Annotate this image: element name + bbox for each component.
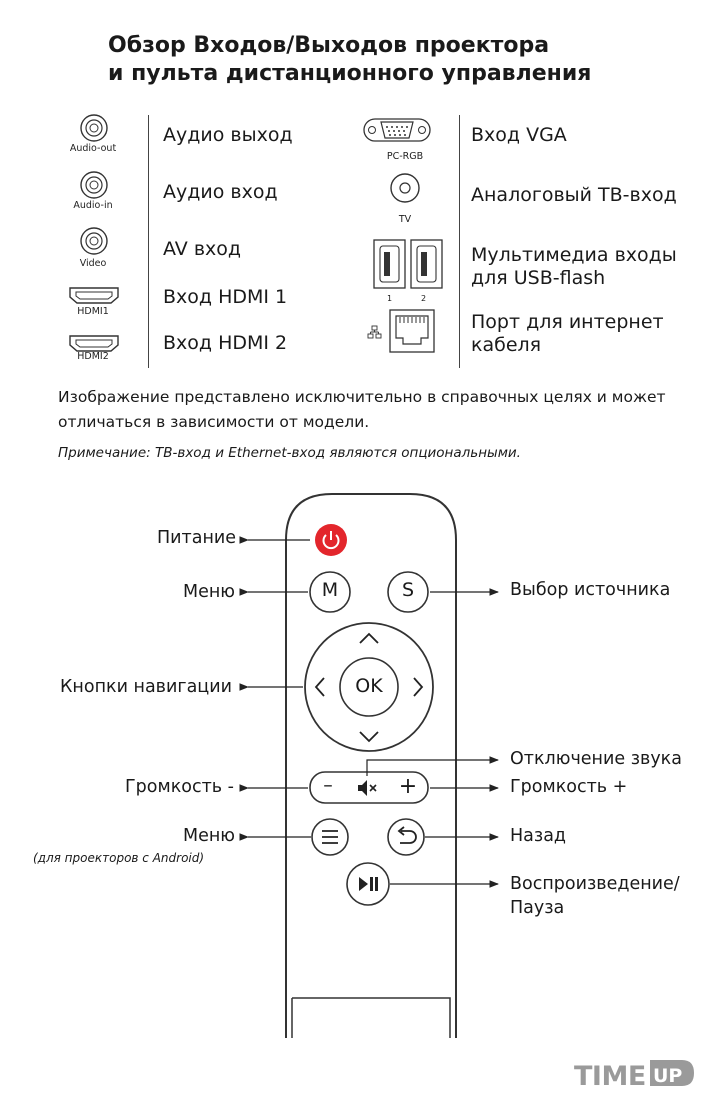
navigation-label: Кнопки навигации [60,677,232,697]
mute-icon [358,780,377,796]
menu-m-label[interactable]: M [321,579,339,601]
svg-text:UP: UP [653,1065,682,1087]
volume-up-label: Громкость + [510,777,628,797]
usb-port-icon [373,239,443,289]
power-button [315,524,347,556]
port-label: Аудио выход [163,124,293,146]
play-pause-button [346,862,390,906]
back-label: Назад [510,826,567,846]
android-menu-button [311,818,349,856]
port-label: Мультимедиа входы для USB-flash [471,244,677,289]
page-title: Обзор Входов/Выходов проектора и пульта … [108,33,592,86]
remote-control [239,493,499,1038]
port-caption: TV [398,214,412,225]
hdmi-port-icon [69,287,119,304]
port-label: Вход HDMI 2 [163,332,288,354]
callout-arrow [366,756,499,776]
volume-down-label: Громкость - [125,777,234,797]
volume-up-button[interactable]: + [398,774,418,799]
port-caption: 1 [387,294,393,303]
chevron-up-icon [359,632,379,644]
port-caption: Audio-out [69,143,117,154]
mute-label: Отключение звука [510,749,682,769]
table-divider [459,115,460,368]
audio-jack-icon [80,114,108,142]
remote-bottom-line [292,997,451,1038]
right-port-icons [363,118,443,353]
audio-jack-icon [80,171,108,199]
menu-m-button [309,571,351,613]
ok-label[interactable]: OK [355,675,383,697]
hdmi-port-icon [69,335,119,352]
play-pause-label: Воспроизведение/ Пауза [510,874,680,918]
port-label: AV вход [163,238,242,260]
port-label: Вход HDMI 1 [163,286,288,308]
video-jack-icon [80,227,108,255]
left-port-icons [69,114,119,352]
timeup-logo: TIME UP [574,1060,694,1092]
chevron-left-icon [314,677,325,697]
android-menu-note: (для проекторов с Android) [33,851,205,865]
remote-body [285,493,457,1038]
port-caption: Video [79,258,107,269]
volume-rocker [309,771,429,804]
table-divider [148,115,149,368]
ethernet-port-icon [367,309,435,353]
svg-text:TIME: TIME [574,1061,646,1092]
back-button [387,818,425,856]
port-caption: HDMI2 [77,351,109,362]
port-label: Вход VGA [471,124,567,146]
ok-button [339,657,399,717]
disclaimer: Изображение представлено исключительно в… [58,388,666,431]
volume-down-button[interactable]: – [323,774,333,796]
source-s-label[interactable]: S [401,579,415,601]
port-caption: HDMI1 [77,306,109,317]
play-pause-icon [359,877,368,891]
source-label: Выбор источника [510,580,671,600]
back-arrow-icon [400,830,417,844]
port-caption: Audio-in [73,200,113,211]
port-caption: 2 [421,294,427,303]
vga-port-icon [363,118,431,142]
port-label: Порт для интернет кабеля [471,311,664,356]
power-label: Питание [157,528,237,548]
remark: Примечание: ТВ-вход и Ethernet-вход явля… [58,445,521,461]
port-caption: PC-RGB [386,151,424,162]
port-label: Аналоговый ТВ-вход [471,184,677,206]
android-menu-label: Меню [183,826,236,846]
chevron-right-icon [413,677,424,697]
tv-antenna-port-icon [390,173,420,203]
source-s-button [387,571,429,613]
port-label: Аудио вход [163,181,278,203]
chevron-down-icon [359,731,379,743]
menu-label: Меню [183,582,236,602]
